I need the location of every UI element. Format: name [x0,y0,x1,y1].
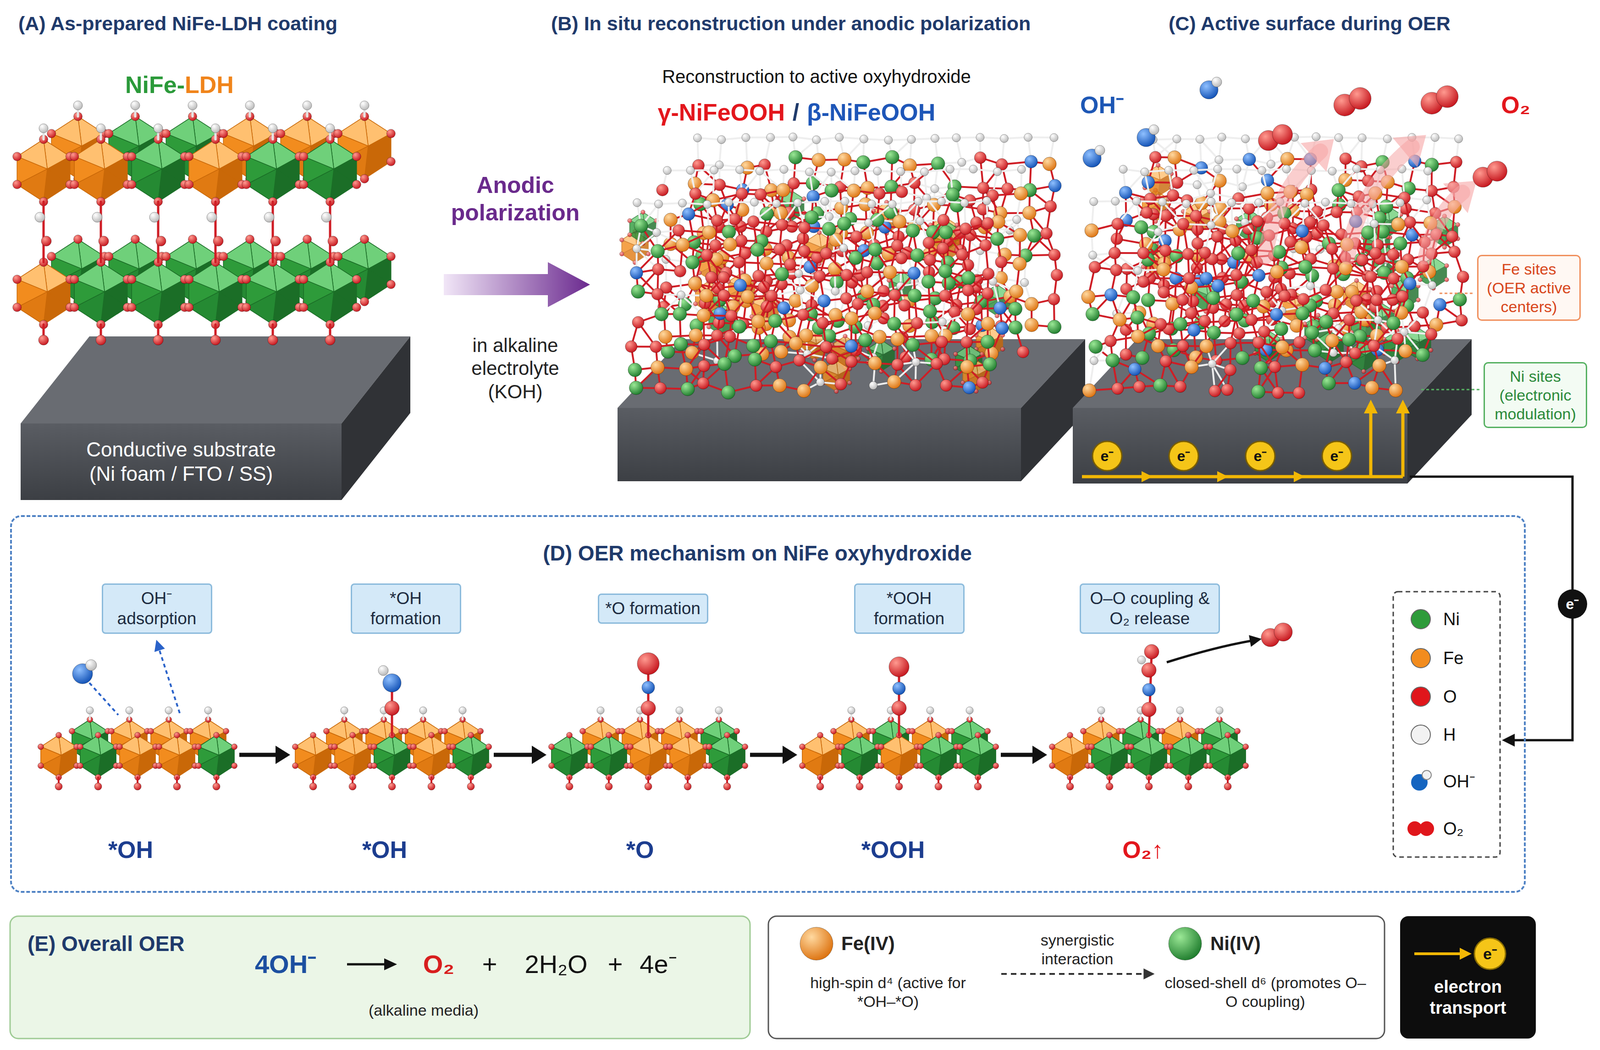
figure-canvas: Conductive substrate (Ni foam / FTO / SS… [0,0,1600,1050]
